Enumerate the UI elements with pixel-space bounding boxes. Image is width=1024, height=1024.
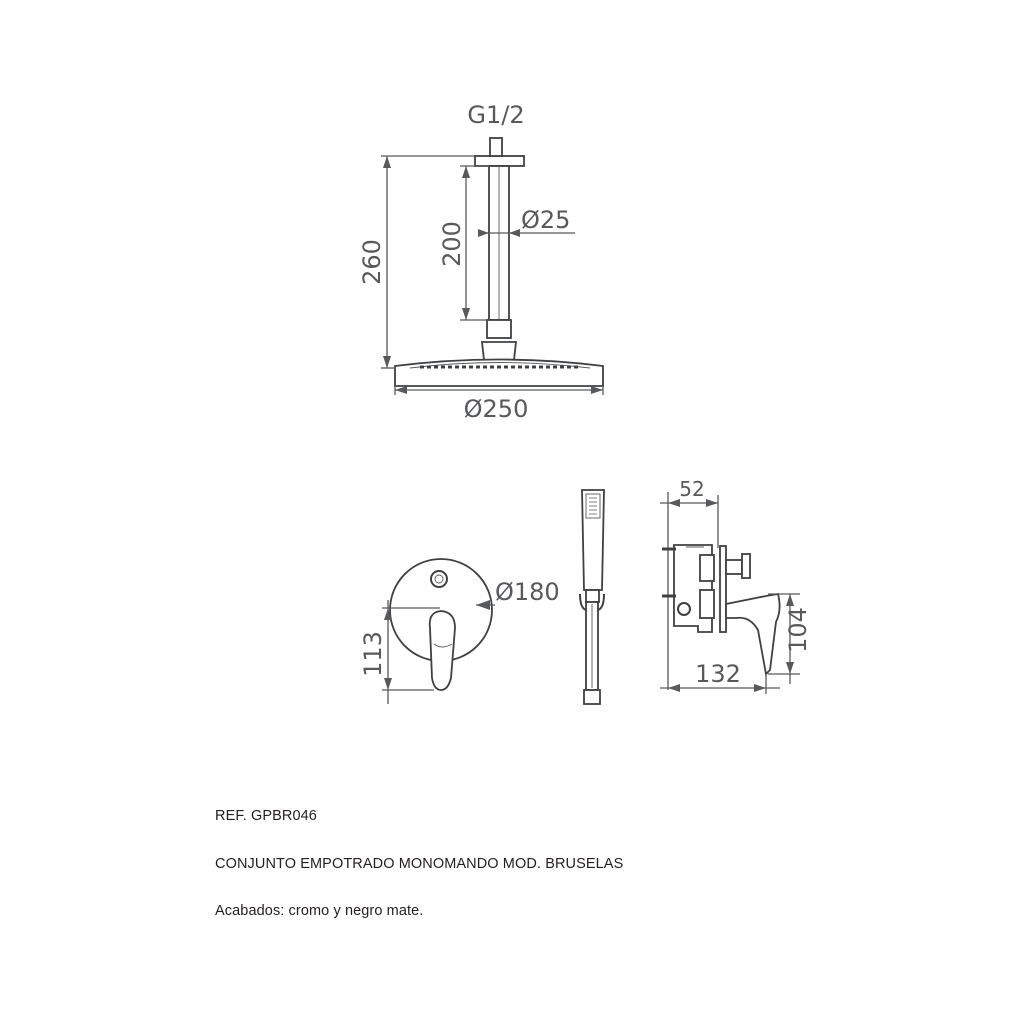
- mixer-body-drawing: 52 104 132: [660, 477, 812, 694]
- swivel-joint: [480, 341, 518, 361]
- diverter-knob: [430, 570, 448, 588]
- body-height-label: 104: [784, 607, 812, 653]
- hose-connector: [583, 689, 601, 705]
- thread-size-label: G1/2: [467, 101, 524, 129]
- ceiling-flange: [474, 155, 525, 167]
- body-lever: [725, 592, 781, 676]
- wall-plate-drawing: Ø180 113: [359, 558, 560, 704]
- product-title: CONJUNTO EMPOTRADO MONOMANDO MOD. BRUSEL…: [215, 856, 624, 872]
- plate-diameter-label: Ø180: [495, 578, 560, 606]
- arm-nut: [486, 319, 512, 339]
- hand-shower-drawing: [579, 489, 605, 705]
- diverter-stem: [741, 553, 751, 579]
- hand-shower-head: [581, 489, 605, 591]
- product-finishes: Acabados: cromo y negro mate.: [215, 903, 424, 919]
- arm-diameter-label: Ø25: [521, 206, 570, 234]
- total-height-label: 260: [358, 239, 386, 285]
- product-reference: REF. GPBR046: [215, 808, 317, 824]
- mixer-lever: [428, 610, 456, 691]
- hand-shower-holder: [585, 589, 600, 603]
- plate-height-label: 113: [359, 631, 387, 677]
- thread-connector: [489, 137, 503, 157]
- outlet-port: [677, 602, 691, 616]
- shower-head-plate: [394, 358, 604, 387]
- plate-edge: [719, 545, 727, 633]
- body-length-label: 132: [695, 660, 741, 688]
- body-depth-label: 52: [679, 477, 704, 501]
- shower-head-drawing: G1/2 260 200 Ø25: [358, 101, 604, 423]
- arm-length-label: 200: [438, 221, 466, 267]
- head-diameter-label: Ø250: [464, 395, 529, 423]
